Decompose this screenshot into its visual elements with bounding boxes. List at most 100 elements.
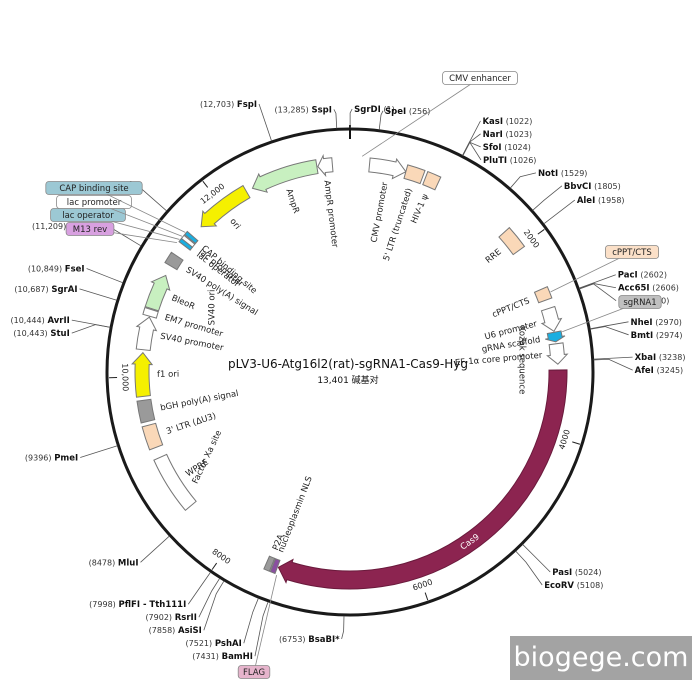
tick-2000 [537,229,545,235]
boxed-label-lac-promoter: lac promoter [67,198,122,208]
site-line-rsrii [198,578,221,618]
feature-bleor [144,274,171,312]
site-position: (2606) [652,284,679,293]
site-pshai: (7521) PshAI [186,639,242,649]
tick-6000 [424,592,429,601]
boxed-line-flag [253,575,277,673]
plasmid-size: 13,401 碱基对 [317,374,378,386]
site-position: (1805) [594,182,621,191]
feature-em7-promoter [142,306,159,319]
site-position: (3245) [657,366,684,375]
boxed-label-cppt-cts: cPPT/CTS [612,248,652,258]
site-bmti: BmtI (2974) [631,331,683,341]
site-line-sspi [333,109,338,129]
feature-label-3-ltr-u3: 3' LTR (ΔU3) [165,411,217,437]
boxed-label-flag: FLAG [243,668,265,678]
site-name: FseI [65,265,85,275]
site-name: XbaI [635,353,657,363]
feature-cppt-cts [533,286,553,304]
site-rsrii: (7902) RsrII [145,613,196,623]
feature-hiv-1 [422,170,442,191]
boxed-label-cmv-enhancer: CMV enhancer [449,74,511,84]
feature-label-cmv-promoter: CMV promoter [370,181,391,244]
site-name: SgrAI [51,285,77,295]
site-position: (10,849) [28,265,62,274]
site-position: (13,285) [275,105,309,114]
feature-label-rre: RRE [484,247,504,266]
site-pmei: (9396) PmeI [25,454,78,464]
site-xbai: XbaI (3238) [635,353,686,363]
site-line-sgrdi [349,108,353,129]
site-acc65i: Acc65I (2606) [618,284,679,294]
site-pasi: PasI (5024) [552,568,601,578]
feature-label-hiv-1: HIV-1 ψ [409,192,431,225]
site-name: NheI [631,318,653,328]
tick-label-10000: 10,000 [120,363,130,391]
feature-sv40-poly-a-signal [164,251,184,271]
feature-3-ltr-u3 [141,422,164,451]
feature-sv40-promoter [135,316,158,351]
site-name: MluI [118,558,139,568]
feature-label-bleor: BleoR [170,293,197,312]
site-name: EcoRV [544,581,574,591]
watermark: biogege.com [510,636,692,680]
site-position: (1) [383,105,394,114]
tick-12000 [202,180,209,188]
site-noti: NotI (1529) [538,169,588,179]
site-line-fspi [258,103,272,142]
feature-cmv-promoter [368,157,407,180]
site-position: (2970) [655,318,682,327]
site-name: BsaBI* [308,635,340,645]
site-name: SspI [311,105,331,115]
site-asisi: (7858) AsiSI [149,626,202,636]
feature-ori [200,184,251,228]
plasmid-title: pLV3-U6-Atg16l2(rat)-sgRNA1-Cas9-Hyg [228,357,468,371]
site-name: BbvCI [564,182,592,192]
site-position: (6753) [279,635,306,644]
feature-lac-promoter [180,234,196,248]
site-position: (8478) [89,558,116,567]
site-name: RsrII [175,613,197,623]
site-line-pcii [137,184,167,212]
site-sfoi: SfoI (1024) [483,143,531,153]
site-position: (1023) [506,130,533,139]
site-fsei: (10,849) FseI [28,265,85,275]
site-afei: AfeI (3245) [635,366,684,376]
boxed-line-cmv-enhancer [361,77,481,157]
site-name: PacI [618,271,638,281]
site-name: AleI [577,196,595,206]
site-line-bsabi [341,615,345,640]
site-line-bmti [590,326,629,336]
site-position: (10,444) [11,316,45,325]
site-line-pluti [462,141,482,161]
site-position: (1958) [598,196,625,205]
site-mlui: (8478) MluI [89,558,139,568]
site-line-acc65i [579,283,617,289]
site-line-noti [510,172,537,189]
site-name: Acc65I [618,284,650,294]
sites-layer: SgrDI (1)SpeI (256)KasI (1022)NarI (1023… [11,100,686,662]
site-line-paci [579,274,616,289]
feature-cas9 [277,369,568,590]
site-name: NotI [538,169,558,179]
site-position: (3238) [659,353,686,362]
site-line-spei [378,110,384,130]
boxed-label-sgrna1: sgRNA1 [623,298,656,308]
site-line-pasi [522,544,551,573]
site-position: (1026) [510,156,537,165]
site-bbvci: BbvCI (1805) [564,182,621,192]
site-position: (1529) [561,169,588,178]
site-line-kpni [579,283,617,302]
site-name: SfoI [483,143,502,153]
site-line-pmei [80,445,118,458]
site-position: (7998) [89,600,116,609]
feature-label-ampr-promoter: AmpR promoter [321,180,339,249]
site-name: SpeI [385,107,406,117]
site-position: (11,209) [32,222,66,231]
site-position: (7858) [149,626,176,635]
feature-p2a [263,555,276,572]
site-position: (9396) [25,454,52,463]
boxed-line-cap-binding-site [93,187,186,233]
site-name: StuI [50,329,69,339]
